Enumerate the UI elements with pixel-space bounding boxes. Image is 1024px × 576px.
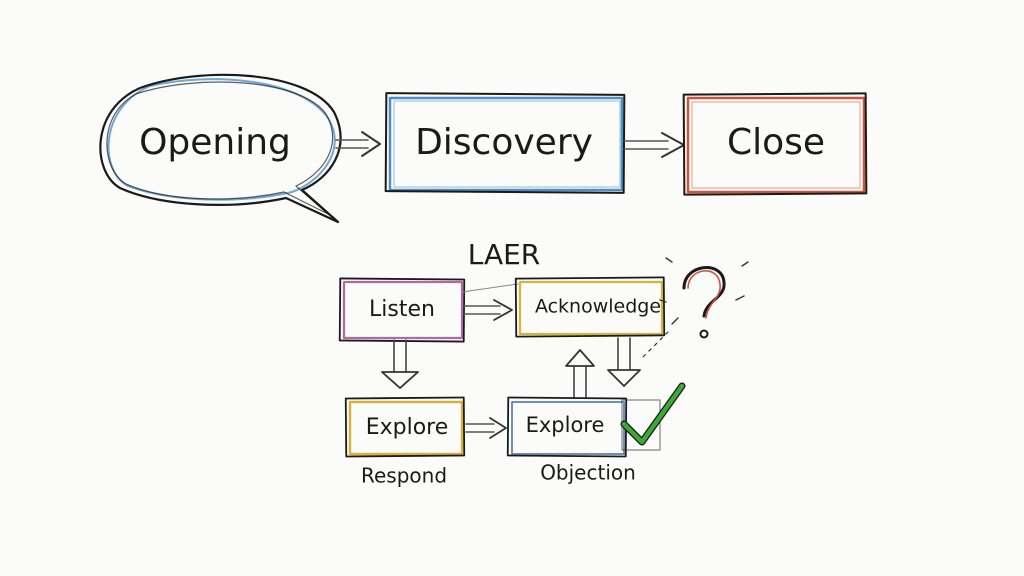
explore-right-node: Explore [506, 396, 628, 458]
arrow-explore-to-explore [465, 417, 507, 439]
laer-title: LAER [468, 238, 541, 271]
close-label: Close [727, 122, 825, 163]
discovery-node: Discovery [384, 92, 626, 194]
arrow-discovery-to-close [623, 132, 685, 158]
acknowledge-label: Acknowledge [535, 296, 661, 318]
arrow-listen-to-acknowledge [461, 283, 519, 321]
opening-node: Opening [99, 73, 342, 224]
objection-label: Objection [540, 461, 636, 485]
explore-right-label: Explore [526, 413, 605, 437]
explore-left-node: Explore [344, 396, 466, 458]
question-mark-icon [639, 257, 749, 361]
close-node: Close [682, 92, 868, 196]
respond-label: Respond [361, 464, 447, 488]
arrow-listen-to-explore [381, 339, 419, 389]
checkmark-icon [620, 382, 686, 451]
listen-label: Listen [369, 297, 435, 322]
opening-label: Opening [139, 122, 291, 163]
arrow-opening-to-discovery [335, 131, 381, 157]
arrow-explore-to-acknowledge [565, 349, 595, 399]
arrow-acknowledge-down [607, 337, 641, 387]
acknowledge-node: Acknowledge [514, 276, 666, 338]
listen-node: Listen [338, 277, 466, 343]
discovery-label: Discovery [415, 122, 593, 163]
explore-left-label: Explore [366, 415, 449, 440]
